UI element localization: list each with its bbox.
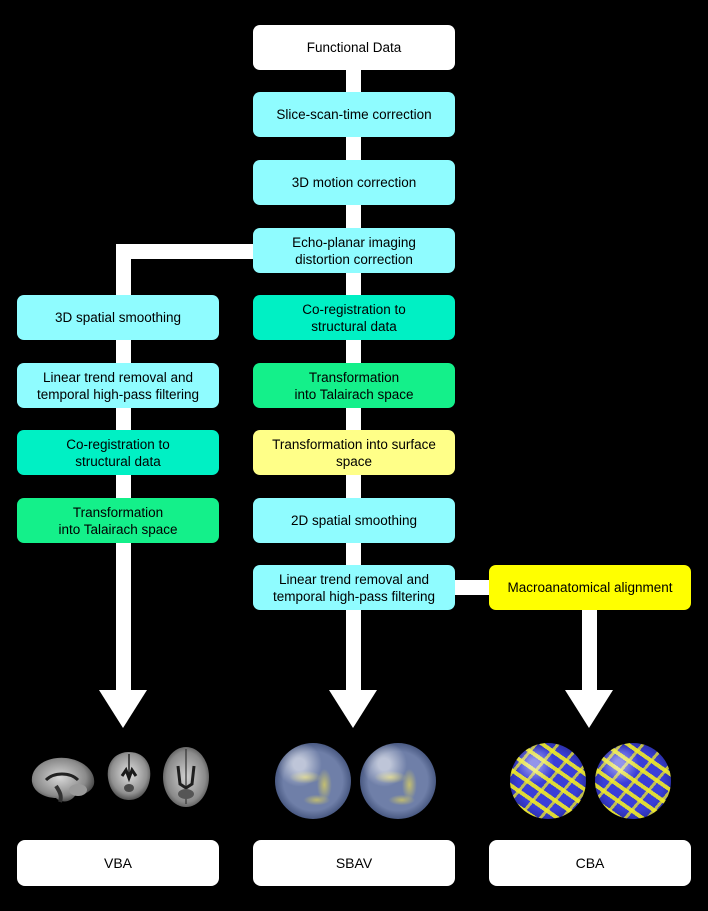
step-epi-distortion-correction: Echo-planar imaging distortion correctio… bbox=[253, 228, 455, 273]
step-left-linear-trend: Linear trend removal and temporal high-p… bbox=[17, 363, 219, 408]
step-left-coregistration: Co-registration to structural data bbox=[17, 430, 219, 475]
brain-coronal-image bbox=[107, 752, 151, 800]
step-left-talairach: Transformation into Talairach space bbox=[17, 498, 219, 543]
connector-right-horizontal bbox=[452, 580, 492, 595]
cba-sphere-2 bbox=[595, 743, 671, 819]
connector-branch-horizontal bbox=[116, 244, 261, 259]
result-vba: VBA bbox=[17, 840, 219, 886]
result-sbav: SBAV bbox=[253, 840, 455, 886]
step-center-linear-trend: Linear trend removal and temporal high-p… bbox=[253, 565, 455, 610]
step-3d-spatial-smoothing: 3D spatial smoothing bbox=[17, 295, 219, 340]
step-center-talairach: Transformation into Talairach space bbox=[253, 363, 455, 408]
brain-axial-image bbox=[163, 747, 209, 807]
step-surface-space: Transformation into surface space bbox=[253, 430, 455, 475]
cba-sphere-1 bbox=[510, 743, 586, 819]
arrowhead-cba bbox=[565, 690, 613, 728]
arrowhead-sbav bbox=[329, 690, 377, 728]
step-slice-scan-time-correction: Slice-scan-time correction bbox=[253, 92, 455, 137]
sbav-sphere-2 bbox=[360, 743, 436, 819]
step-3d-motion-correction: 3D motion correction bbox=[253, 160, 455, 205]
arrowhead-vba bbox=[99, 690, 147, 728]
result-cba: CBA bbox=[489, 840, 691, 886]
step-functional-data: Functional Data bbox=[253, 25, 455, 70]
step-macroanatomical-alignment: Macroanatomical alignment bbox=[489, 565, 691, 610]
brain-sagittal-image bbox=[31, 757, 95, 803]
sbav-sphere-1 bbox=[275, 743, 351, 819]
step-2d-spatial-smoothing: 2D spatial smoothing bbox=[253, 498, 455, 543]
step-center-coregistration: Co-registration to structural data bbox=[253, 295, 455, 340]
connector-right-vertical bbox=[582, 605, 597, 700]
